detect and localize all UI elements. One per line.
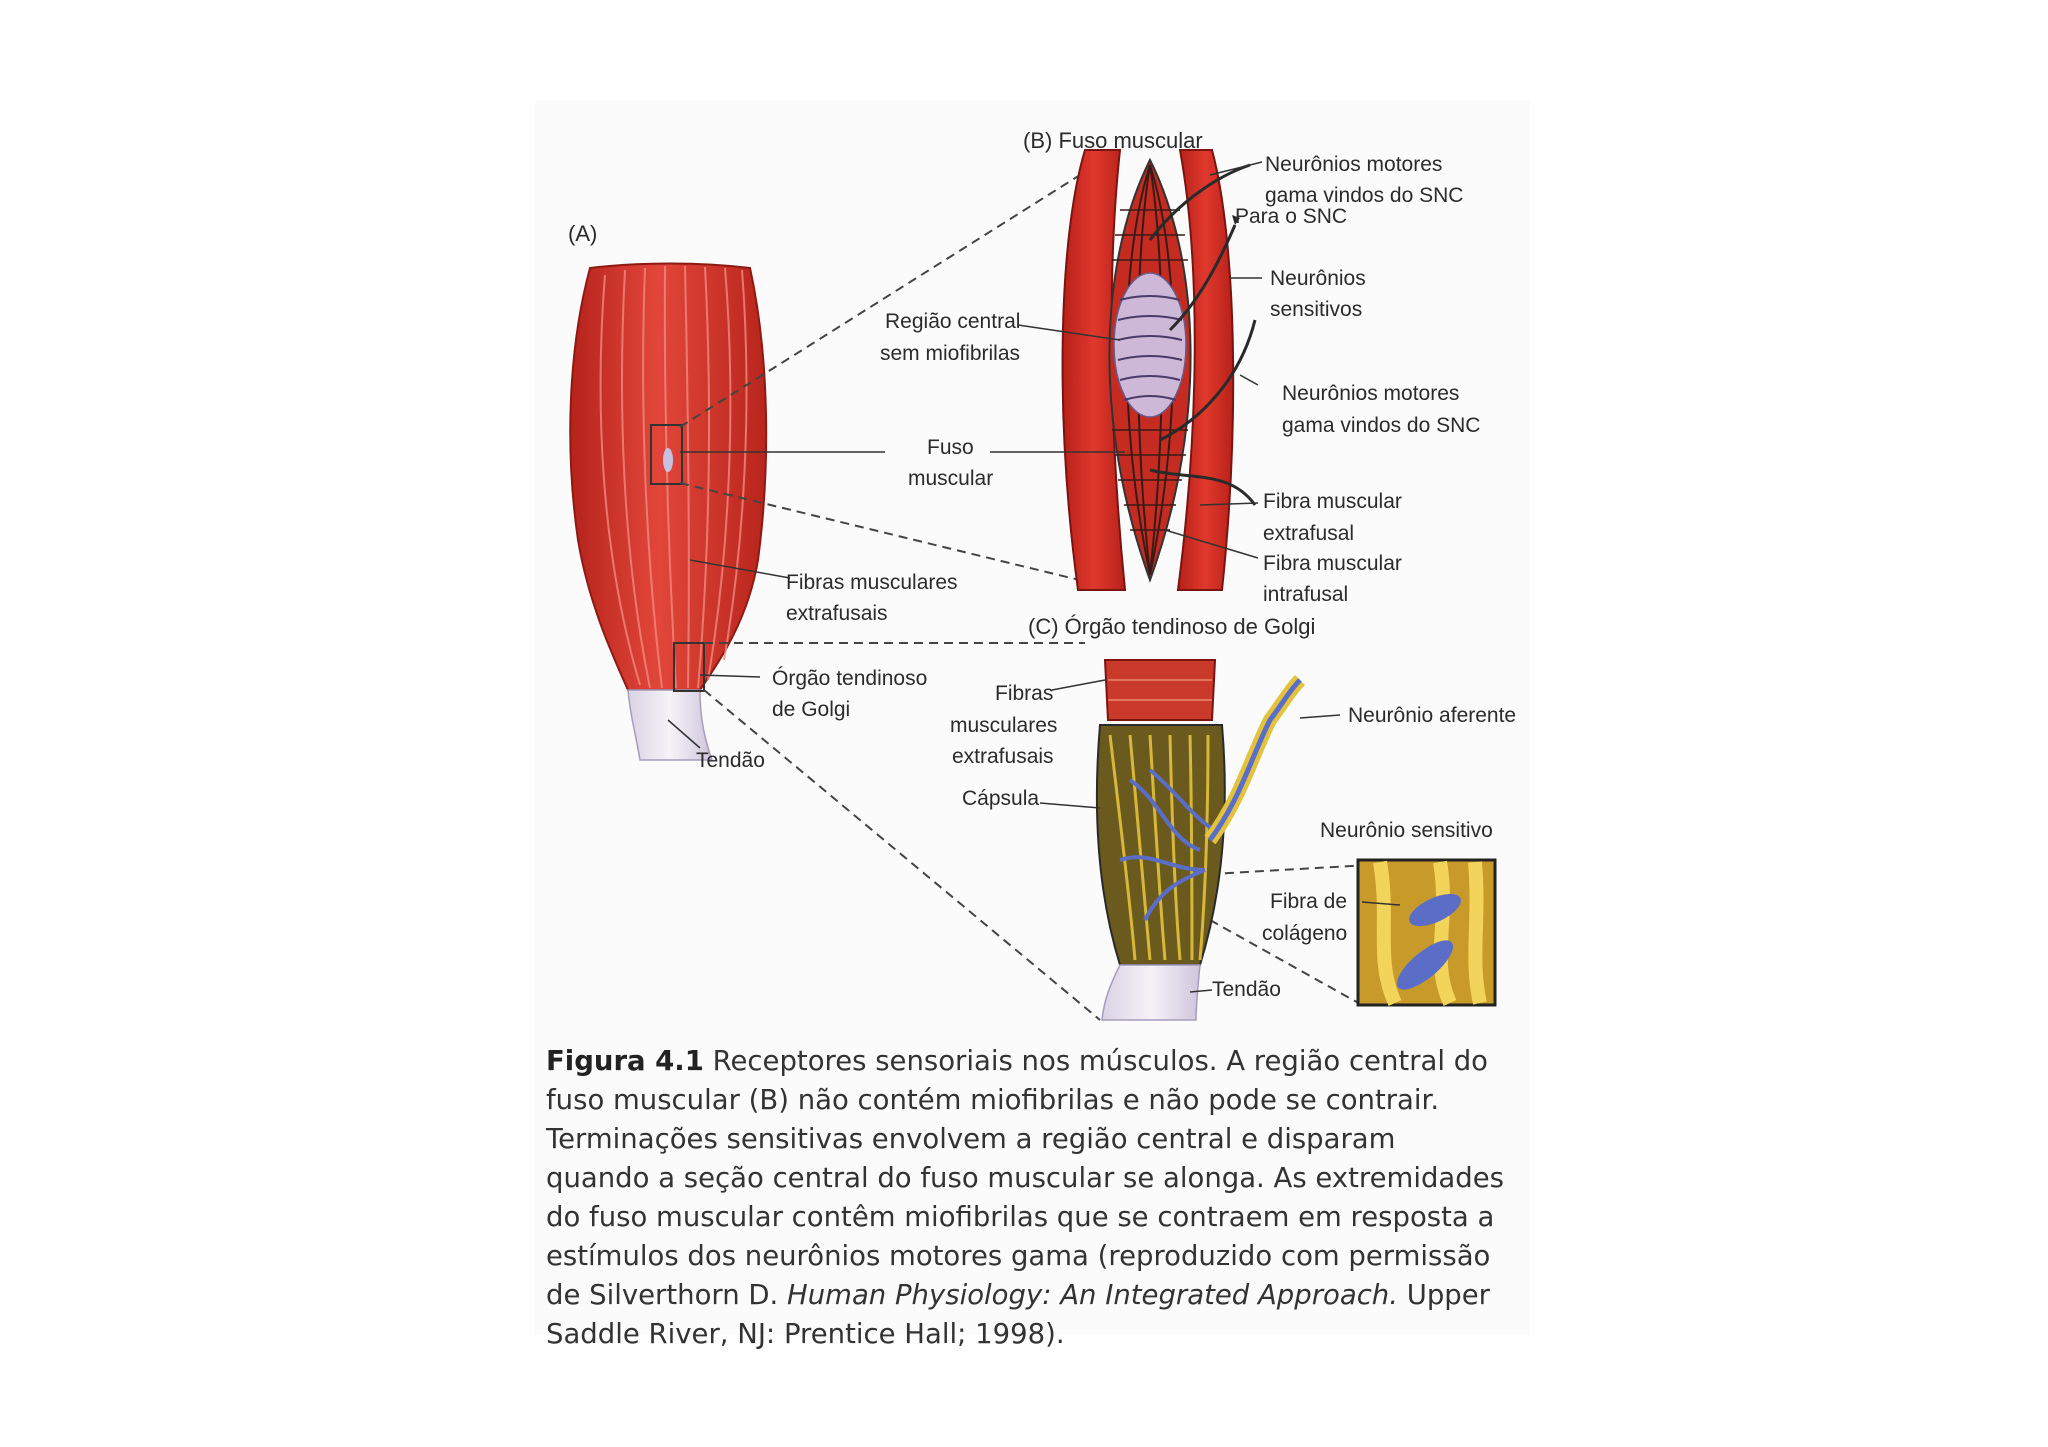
label-gama-bot-2: gama vindos do SNC (1282, 414, 1480, 437)
label-regiao-2: sem miofibrilas (880, 342, 1020, 365)
caption-text: Receptores sensoriais nos músculos. A re… (546, 1045, 1504, 1311)
panel-b-spindle (1061, 149, 1257, 591)
spindle-central-region (1113, 272, 1187, 418)
label-fuso-1: Fuso (927, 436, 974, 459)
label-regiao-1: Região central (885, 310, 1020, 333)
label-gama-bot-1: Neurônios motores (1282, 382, 1459, 405)
leader-lines (667, 161, 1401, 993)
caption-source-title: Human Physiology: An Integrated Approach… (787, 1279, 1398, 1311)
arrow-to-cns-icon (1232, 215, 1240, 225)
label-fibras-c-1: Fibras (995, 682, 1053, 705)
label-gama-top-1: Neurônios motores (1265, 153, 1442, 176)
label-orgao-2: de Golgi (772, 698, 850, 721)
golgi-muscle-fibers (1103, 659, 1217, 721)
spindle-cross-hatch (1112, 209, 1188, 531)
muscle-belly (569, 262, 768, 691)
label-tendao-a: Tendão (696, 749, 765, 772)
label-para-snc: Para o SNC (1235, 205, 1347, 228)
panel-c-label: (C) Órgão tendinoso de Golgi (1028, 614, 1315, 639)
spindle-box (650, 424, 683, 485)
label-sens-2: sensitivos (1270, 298, 1362, 321)
muscle-striations (599, 265, 748, 689)
label-fuso-2: muscular (908, 467, 993, 490)
label-extra-1: Fibra muscular (1263, 490, 1402, 513)
golgi-tendon (1101, 964, 1201, 1021)
label-sensitivo: Neurônio sensitivo (1320, 819, 1493, 842)
caption-number: Figura 4.1 (546, 1045, 704, 1077)
label-fibras-a-1: Fibras musculares (786, 571, 958, 594)
label-gama-top-2: gama vindos do SNC (1265, 184, 1463, 207)
label-fibras-a-2: extrafusais (786, 602, 888, 625)
label-fibras-c-2: musculares (950, 714, 1057, 737)
label-fibras-c-3: extrafusais (952, 745, 1054, 768)
label-capsula: Cápsula (962, 787, 1039, 810)
label-intra-2: intrafusal (1263, 583, 1348, 606)
label-tendao-c: Tendão (1212, 978, 1281, 1001)
label-extra-2: extrafusal (1263, 522, 1354, 545)
label-aferente: Neurônio aferente (1348, 704, 1516, 727)
spindle-neurons (1148, 163, 1257, 506)
label-colageno-1: Fibra de (1270, 890, 1347, 913)
figure-caption: Figura 4.1 Receptores sensoriais nos mús… (546, 1042, 1506, 1354)
panel-a-muscle (569, 262, 768, 761)
label-intra-1: Fibra muscular (1263, 552, 1402, 575)
panel-b-label: (B) Fuso muscular (1023, 128, 1203, 153)
extrafusal-fiber-left (1061, 149, 1127, 591)
sensory-endings (1117, 295, 1183, 401)
caption-source-rest: Upper Saddle River, NJ: Prentice Hall; 1… (546, 1279, 1490, 1350)
panel-c-golgi (1095, 659, 1497, 1021)
golgi-box (673, 642, 705, 692)
label-sens-1: Neurônios (1270, 267, 1366, 290)
tendon-a (627, 689, 714, 761)
zoom-lines (679, 174, 1369, 1021)
panel-a-label: (A) (568, 221, 597, 246)
label-orgao-1: Órgão tendinoso (772, 667, 927, 690)
golgi-nerve-branches (1119, 768, 1216, 921)
label-colageno-2: colágeno (1262, 922, 1347, 945)
